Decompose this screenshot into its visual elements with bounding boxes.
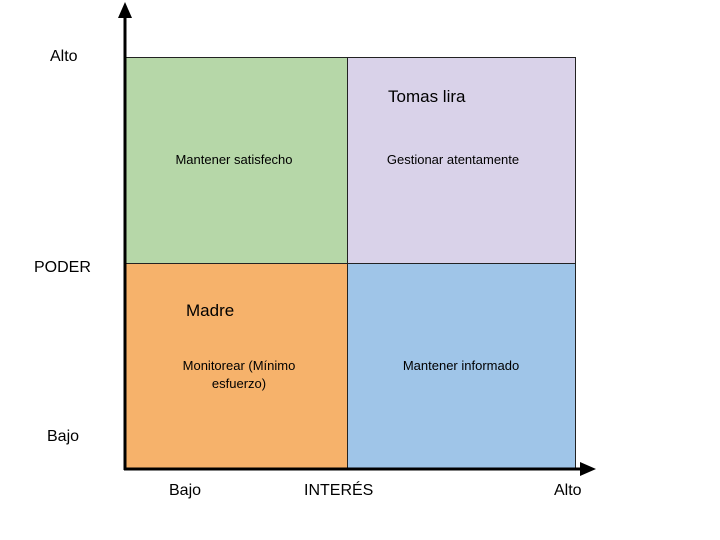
y-axis-low-label: Bajo: [47, 428, 80, 445]
quadrant-keep-informed: [347, 263, 576, 470]
y-axis-title: PODER: [34, 259, 91, 276]
x-axis-title: INTERÉS: [304, 482, 374, 499]
quadrant-manage-closely: [347, 57, 576, 264]
stakeholder-tomas-lira: Tomas lira: [388, 87, 466, 106]
quadrant-label-monitor: Monitorear (Mínimo esfuerzo): [182, 358, 296, 391]
x-axis-arrowhead: [580, 462, 596, 476]
quadrant-label-keep-satisfied: Mantener satisfecho: [175, 152, 293, 167]
x-axis-high-label: Alto: [554, 482, 582, 499]
x-axis-low-label: Bajo: [169, 482, 202, 499]
quadrant-keep-satisfied: [125, 57, 348, 264]
y-axis-arrowhead: [118, 2, 132, 18]
quadrant-label-manage-closely: Gestionar atentamente: [386, 152, 520, 167]
stakeholder-madre: Madre: [186, 301, 235, 320]
quadrant-label-keep-informed: Mantener informado: [402, 358, 520, 373]
y-axis-high-label: Alto: [50, 48, 78, 65]
